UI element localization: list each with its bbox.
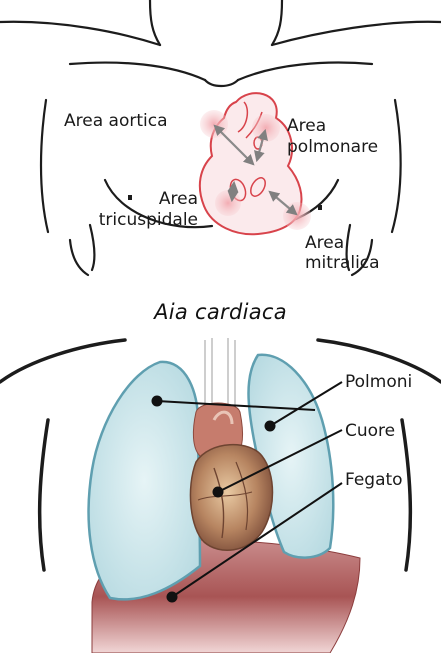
label-area-tricuspidale-1: Area [152,189,198,209]
label-area-mitralica-1: Area [305,233,344,253]
label-area-mitralica-2: mitralica [305,253,380,273]
label-fegato: Fegato [345,470,403,490]
diagram-caption: Aia cardiaca [0,300,441,324]
highlight-pulmonary [252,114,280,142]
label-area-tricuspidale-2: tricuspidale [73,210,198,230]
label-area-aortica: Area aortica [64,111,168,131]
highlight-tricuspid [215,190,241,216]
left-lung [89,362,200,599]
heart [190,445,272,551]
label-area-polmonare-1: Area [287,116,326,136]
label-polmoni: Polmoni [345,372,412,392]
label-area-polmonare-2: polmonare [287,137,378,157]
label-cuore: Cuore [345,421,395,441]
